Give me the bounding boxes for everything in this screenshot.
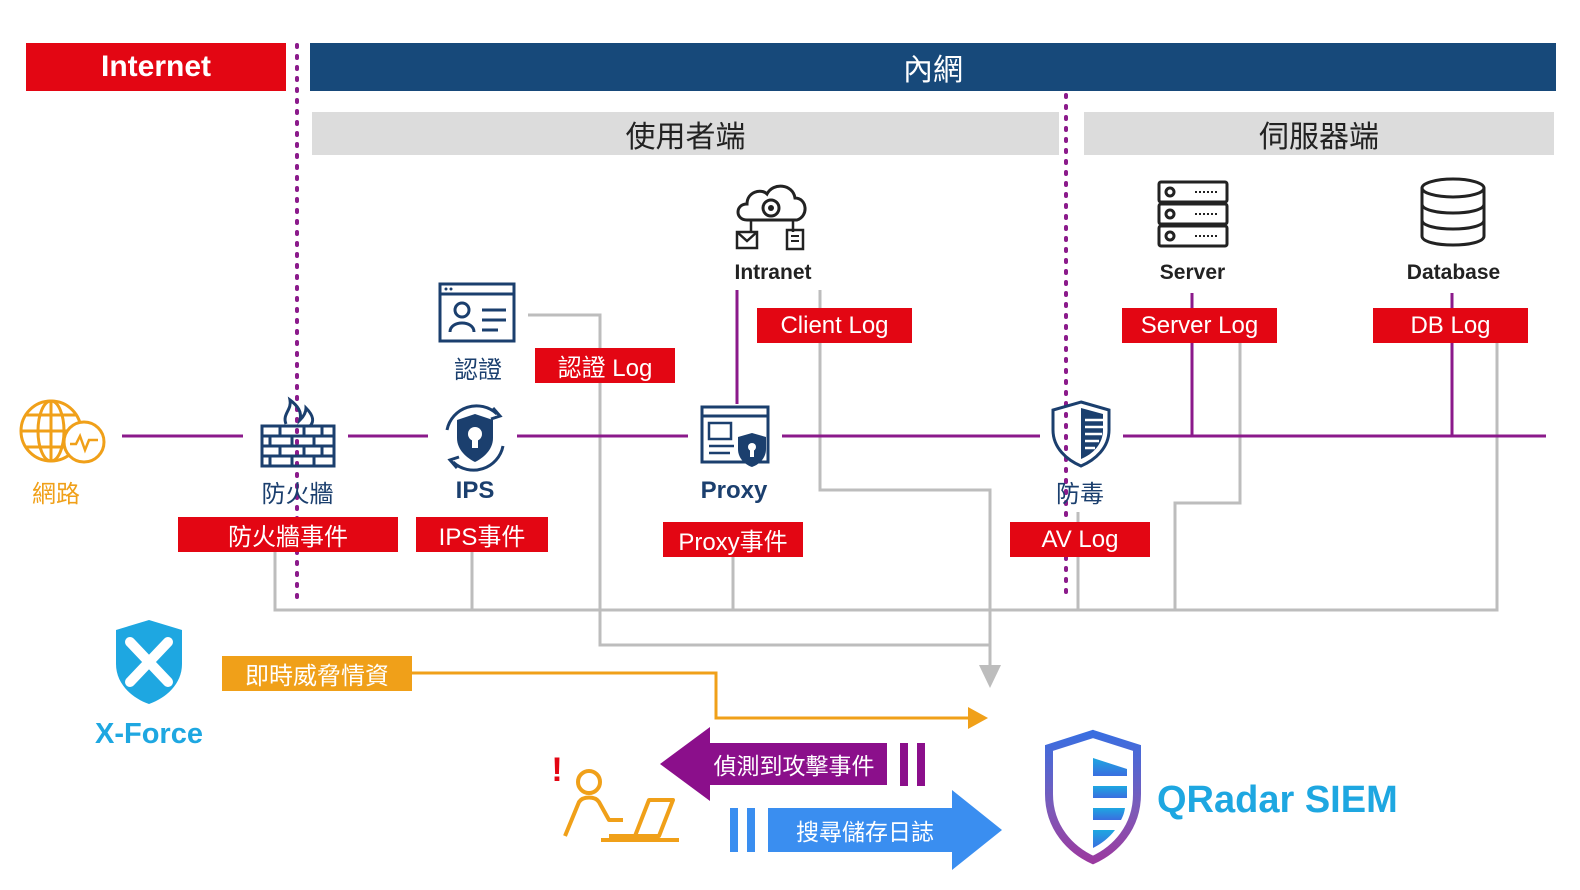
threat-intel-line [412, 671, 968, 720]
intranet-cloud-icon [733, 180, 813, 252]
detect-arrow [660, 727, 887, 801]
antivirus-label: 防毒 [1056, 479, 1104, 508]
search-arrow [768, 790, 1002, 870]
log-arrowhead [979, 665, 1001, 688]
server-label: Server [1159, 261, 1226, 284]
database-label: Database [1406, 261, 1501, 284]
firewall-label: 防火牆 [261, 479, 334, 508]
network-label: 網路 [32, 479, 80, 508]
proxy-event-tag: Proxy事件 [663, 522, 803, 557]
xforce-label: X-Force [95, 717, 203, 750]
alert-mark: ! [551, 750, 563, 789]
ips-event-tag: IPS事件 [416, 517, 548, 552]
database-icon [1418, 176, 1488, 248]
ips-label: IPS [455, 477, 495, 504]
firewall-event-tag: 防火牆事件 [178, 517, 398, 552]
globe-icon [18, 398, 110, 468]
server-icon [1157, 180, 1229, 250]
auth-log-tag: 認證 Log [535, 348, 675, 383]
qradar-shield-icon [1043, 728, 1143, 866]
firewall-icon [258, 396, 338, 468]
analyst-at-laptop-icon [561, 768, 681, 844]
xforce-shield-icon [114, 618, 184, 706]
threat-intel-arrowhead [968, 707, 988, 729]
client-side-label: 使用者端 [312, 112, 1059, 155]
threat-intel-tag: 即時威脅情資 [222, 656, 412, 691]
qradar-siem-label: QRadar SIEM [1157, 778, 1398, 821]
proxy-browser-icon [700, 405, 772, 471]
search-logs-label: 搜尋儲存日誌 [796, 820, 934, 846]
internet-zone-label: Internet [26, 43, 286, 91]
server-side-label: 伺服器端 [1084, 112, 1554, 155]
server-log-tag: Server Log [1122, 308, 1277, 343]
auth-label: 認證 [454, 355, 502, 384]
id-card-icon [438, 282, 518, 344]
intranet-label: Intranet [734, 261, 812, 284]
proxy-label: Proxy [700, 477, 768, 504]
intranet-zone-label: 內網 [310, 43, 1556, 91]
antivirus-shield-icon [1049, 400, 1113, 468]
av-log-tag: AV Log [1010, 522, 1150, 557]
detect-attack-label: 偵測到攻擊事件 [713, 754, 875, 780]
client-log-tag: Client Log [757, 308, 912, 343]
db-log-tag: DB Log [1373, 308, 1528, 343]
ips-shield-icon [437, 400, 513, 476]
